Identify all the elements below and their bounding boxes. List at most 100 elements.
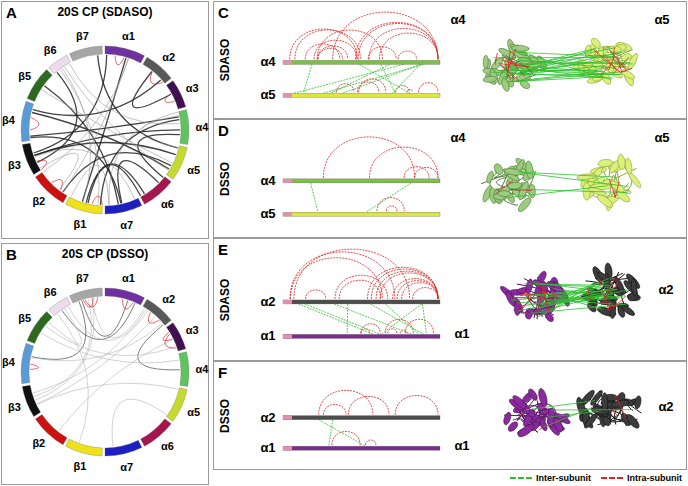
crosslink-arc: [333, 12, 438, 59]
subunit-segment: [105, 288, 144, 305]
crosslink-line: [508, 77, 603, 82]
crosslink-line: [520, 292, 547, 295]
crosslink-line: [608, 57, 614, 70]
crosslink-line: [538, 283, 552, 299]
helix: [631, 278, 638, 296]
panel-letter: C: [218, 5, 229, 22]
crosslink-line: [623, 63, 625, 65]
crosslink-line: [614, 296, 626, 307]
legend-text: Intra-subunit: [627, 473, 682, 483]
protein-structure: [502, 388, 641, 439]
panel-letter: A: [6, 5, 17, 22]
crosslink-line: [537, 283, 545, 316]
crosslink-arc: [318, 46, 348, 60]
crosslink-chord: [83, 298, 93, 307]
subunit-label: α4: [195, 121, 208, 133]
method-label: SDASO: [219, 278, 232, 321]
helix: [538, 418, 548, 432]
helix: [504, 290, 517, 307]
crosslink-line: [615, 182, 619, 198]
helix: [509, 42, 529, 57]
crosslink-arc: [377, 198, 404, 212]
subunit-segment: [166, 388, 187, 422]
crosslink-arc: [290, 29, 358, 59]
crosslink-chord: [60, 70, 99, 205]
crosslink-arc: [370, 304, 423, 334]
circos-plot: [21, 46, 189, 214]
figure-panel: ESDASO: [213, 238, 687, 361]
crosslink-chord: [62, 303, 135, 339]
subunit-label: β3: [8, 159, 21, 171]
crosslink-chord: [34, 143, 175, 156]
subunit-label: β7: [76, 272, 89, 284]
subunit-segment: [179, 352, 189, 387]
crosslink-chord: [36, 298, 95, 400]
sequence-bar: [283, 179, 440, 183]
crosslink-arc: [371, 269, 438, 299]
crosslink-arc: [380, 273, 438, 299]
subunit-label: α7: [120, 218, 133, 230]
subunit-label: α3: [186, 323, 199, 335]
crosslink-line: [553, 293, 554, 309]
panel-letter: F: [218, 365, 227, 382]
legend-item: Intra-subunit: [601, 473, 682, 483]
crosslink-line: [594, 50, 622, 74]
subunit-label: α2: [658, 283, 673, 297]
protein-structure: [481, 154, 642, 214]
helix: [502, 411, 512, 425]
legend: Inter-subunitIntra-subunit: [510, 473, 682, 483]
crosslink-chord: [34, 299, 91, 397]
helix: [498, 190, 511, 196]
figure-panel: A20S CP (SDASO): [1, 1, 209, 239]
subunit-segment: [22, 385, 40, 416]
helix: [529, 184, 536, 198]
crosslink-line: [496, 181, 513, 194]
crosslink-line: [507, 49, 515, 71]
helix: [485, 170, 494, 183]
subunit-label: α2: [260, 295, 275, 309]
crosslink-line: [519, 303, 524, 314]
crosslink-chord: [43, 59, 129, 172]
crosslink-line: [538, 281, 609, 317]
crosslink-arc: [365, 440, 376, 445]
crosslink-chord: [112, 399, 167, 446]
crosslink-arc: [358, 24, 438, 60]
sequence-bar: [283, 300, 440, 304]
subunit-label: α5: [187, 163, 200, 175]
figure-panel: FDSSO: [213, 361, 687, 470]
crosslink-line: [501, 66, 605, 78]
crosslink-line: [598, 279, 600, 281]
protein-structure: [482, 37, 639, 93]
helix: [621, 304, 636, 317]
crosslink-chord: [64, 59, 129, 193]
subunit-label: β4: [2, 356, 15, 368]
sequence-tag: [283, 334, 292, 338]
helix: [611, 399, 630, 409]
subunit-segment: [21, 343, 34, 383]
subunit-label: β5: [18, 312, 31, 324]
subunit-label: α5: [654, 13, 669, 27]
helix: [598, 159, 613, 168]
crosslink-arc: [398, 51, 417, 59]
sequence-tag: [283, 179, 292, 183]
crosslink-line: [543, 292, 603, 309]
subunit-label: α6: [161, 440, 174, 452]
subunit-label: α4: [195, 363, 208, 375]
crosslink-chord: [109, 112, 178, 205]
crosslink-arc: [405, 319, 433, 333]
crosslink-arc: [311, 183, 318, 212]
crosslink-arc: [368, 47, 396, 60]
crosslink-arc: [369, 28, 438, 59]
crosslink-line: [555, 288, 614, 302]
helix: [527, 388, 539, 402]
helix: [617, 154, 626, 170]
helix: [504, 168, 523, 177]
subunit-label: β7: [76, 30, 89, 42]
crosslink-arc: [379, 33, 438, 59]
subunit-label: β3: [8, 401, 21, 413]
crosslink-chord: [63, 153, 171, 192]
helix: [525, 161, 534, 180]
crosslink-arc: [318, 48, 343, 59]
subunit-label: α1: [260, 329, 275, 343]
subunit-label: α5: [260, 88, 275, 102]
